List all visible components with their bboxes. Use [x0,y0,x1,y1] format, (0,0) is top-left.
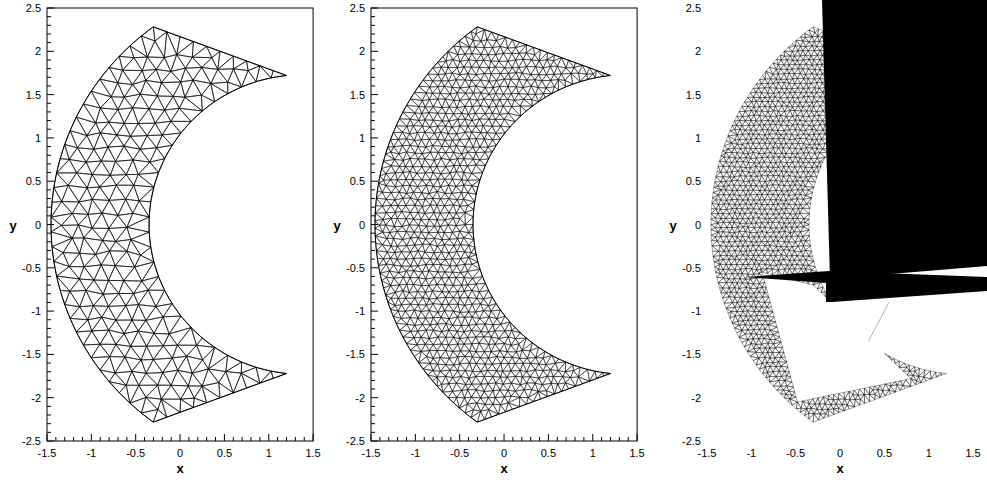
tick-label: 2 [35,46,41,57]
tick-label: -1 [31,306,41,317]
tick-label: -1.5 [346,349,365,360]
tick-label: 1.5 [686,89,701,100]
tick-label: 1 [695,132,701,143]
tick-label: -0.5 [126,448,145,459]
tick-label: 1.5 [350,89,365,100]
tick-label: 0.5 [217,448,232,459]
tick-label: 0.5 [877,448,892,459]
tick-label: 0 [501,448,507,459]
tick-label: 1.5 [305,448,320,459]
tick-label: 1.5 [26,89,41,100]
tick-label: -0.5 [682,262,701,273]
axis-title: x [176,462,183,475]
axis-title: y [669,218,676,231]
tick-label: -0.5 [346,262,365,273]
tick-label: 0.5 [350,176,365,187]
tick-label: 2.5 [26,3,41,14]
tick-label: -2.5 [22,436,41,447]
tick-label: 0 [359,219,365,230]
mesh-panel [371,8,637,441]
tick-label: -1 [746,448,756,459]
tick-label: 1 [926,448,932,459]
tick-label: -0.5 [22,262,41,273]
axis-title: x [500,462,507,475]
axis-title: x [836,462,843,475]
black-artefact [745,271,987,302]
axis-title: y [9,218,16,231]
tick-label: -1 [86,448,96,459]
tick-label: 1.5 [629,448,644,459]
tick-label: 0 [837,448,843,459]
tick-label: -1.5 [698,448,717,459]
tick-label: 2.5 [686,3,701,14]
axis-ticks [371,8,637,441]
tick-label: -1 [691,306,701,317]
tick-label: -2 [355,392,365,403]
tick-label: -1.5 [682,349,701,360]
tick-label: -2.5 [346,436,365,447]
tick-label: 0 [695,219,701,230]
stray-line [868,302,888,341]
domain-outline [375,27,610,422]
tick-label: -0.5 [450,448,469,459]
axis-title: y [333,218,340,231]
axis-ticks [47,8,313,441]
tick-label: 2 [695,46,701,57]
tick-label: 0 [177,448,183,459]
tick-label: 1 [266,448,272,459]
tick-label: -1 [355,306,365,317]
tick-label: -1.5 [22,349,41,360]
axis-frame [371,8,637,441]
triangle-mesh [51,27,286,422]
tick-label: -2.5 [682,436,701,447]
triangle-mesh [375,27,610,422]
tick-label: 1 [590,448,596,459]
tick-label: -1.5 [362,448,381,459]
tick-label: 2.5 [350,3,365,14]
tick-label: 2 [359,46,365,57]
tick-label: -1.5 [38,448,57,459]
mesh-panel [47,8,313,441]
axis-frame [47,8,313,441]
tick-label: -2 [31,392,41,403]
tick-label: 0.5 [686,176,701,187]
tick-label: 1 [359,132,365,143]
tick-label: -0.5 [786,448,805,459]
tick-label: 1 [35,132,41,143]
tick-label: 0.5 [541,448,556,459]
tick-label: -2 [691,392,701,403]
tick-label: 0 [35,219,41,230]
tick-label: 1.5 [965,448,980,459]
black-artefact [822,0,987,279]
tick-label: -1 [410,448,420,459]
domain-outline [51,27,286,422]
tick-label: 0.5 [26,176,41,187]
